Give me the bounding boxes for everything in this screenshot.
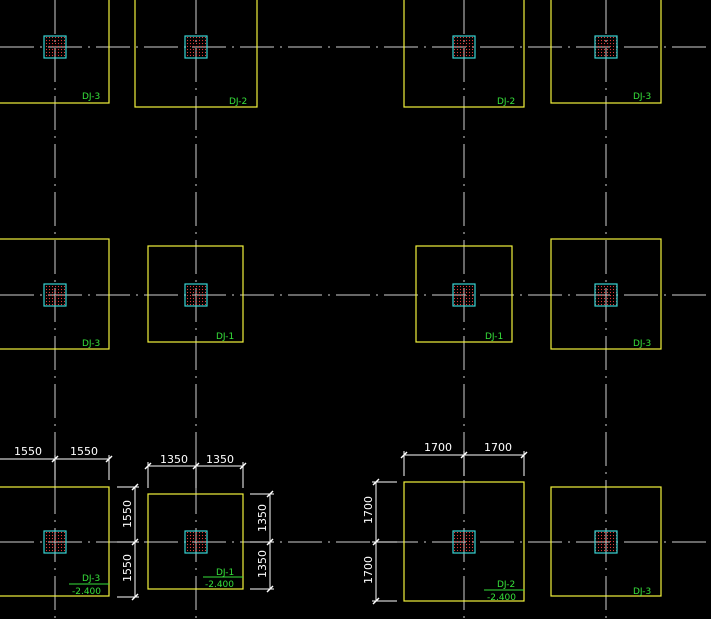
dimension-value: 1550 [121, 554, 134, 582]
footing-outline [0, 238, 110, 350]
dimension-tick [239, 462, 247, 470]
footing-outline [550, 238, 662, 350]
footing-label: DJ-3 [633, 587, 651, 597]
dimension-dj2-side: 1700 1700 [362, 478, 397, 605]
footing-outline [415, 245, 513, 343]
dimension-dj1-top: 1350 1350 [144, 453, 247, 488]
footing-label: DJ-3 [82, 574, 100, 584]
column-hatch [184, 35, 208, 59]
footing-outline [147, 493, 244, 590]
dimension-tick [105, 455, 113, 463]
footing-label: DJ-2 [229, 97, 247, 107]
footing-outline [550, 486, 662, 597]
footing-outline [147, 245, 244, 343]
footing-label: DJ-1 [485, 332, 503, 342]
column-hatch [43, 283, 67, 307]
footing-label: DJ-1 [216, 568, 234, 578]
dimension-dj3-side: 1550 1550 [117, 483, 139, 601]
dimension-value: 1700 [424, 441, 452, 454]
footing-2[interactable]: DJ-2 [134, 0, 258, 108]
footing-5[interactable]: DJ-3 [0, 238, 110, 350]
footing-elevation: -2.400 [487, 593, 516, 603]
footing-label: DJ-2 [497, 97, 515, 107]
footing-label: DJ-3 [82, 339, 100, 349]
dimension-value: 1700 [484, 441, 512, 454]
dimension-tick [266, 538, 274, 546]
footing-outline [0, 0, 110, 104]
footing-label: DJ-1 [216, 332, 234, 342]
dimension-tick [144, 462, 152, 470]
footing-label: DJ-2 [497, 580, 515, 590]
column-hatch [594, 530, 618, 554]
footing-elevation: -2.400 [205, 580, 234, 590]
footing-10[interactable]: DJ-1 -2.400 [147, 493, 244, 590]
footing-4[interactable]: DJ-3 [550, 0, 662, 104]
dimension-value: 1550 [14, 445, 42, 458]
dimension-tick [266, 585, 274, 593]
dimension-dj1-side: 1350 1350 [250, 490, 274, 593]
column-hatch [43, 35, 67, 59]
dimension-value: 1350 [256, 504, 269, 532]
dimension-tick [192, 462, 200, 470]
dimension-value: 1550 [70, 445, 98, 458]
footing-outline [403, 481, 525, 602]
dimension-tick [266, 490, 274, 498]
footing-outline [550, 0, 662, 104]
footing-6[interactable]: DJ-1 [147, 245, 244, 343]
dimension-tick [372, 597, 380, 605]
column-hatch [452, 35, 476, 59]
dimension-tick [51, 455, 59, 463]
dimension-value: 1550 [121, 500, 134, 528]
column-hatch [452, 530, 476, 554]
dimension-dj3-top: 1550 1550 [0, 445, 113, 480]
column-hatch [594, 35, 618, 59]
footing-8[interactable]: DJ-3 [550, 238, 662, 350]
footing-outline [403, 0, 525, 108]
footing-outline [134, 0, 258, 108]
footing-label: DJ-3 [82, 92, 100, 102]
dimension-tick [131, 538, 139, 546]
dimension-value: 1700 [362, 496, 375, 524]
footing-7[interactable]: DJ-1 [415, 245, 513, 343]
column-hatch [43, 530, 67, 554]
footing-label: DJ-3 [633, 92, 651, 102]
dimension-tick [131, 593, 139, 601]
footing-outline [0, 486, 110, 597]
dimension-tick [460, 451, 468, 459]
dimension-tick [372, 478, 380, 486]
footing-3[interactable]: DJ-2 [403, 0, 525, 108]
column-hatch [452, 283, 476, 307]
dimension-tick [400, 451, 408, 459]
dimension-value: 1700 [362, 556, 375, 584]
column-hatch [594, 283, 618, 307]
column-hatch [184, 530, 208, 554]
dimension-value: 1350 [256, 550, 269, 578]
footing-label: DJ-3 [633, 339, 651, 349]
footing-elevation: -2.400 [72, 587, 101, 597]
dimension-tick [131, 483, 139, 491]
dimension-tick [520, 451, 528, 459]
footing-9[interactable]: DJ-3 -2.400 [0, 486, 110, 597]
footing-11[interactable]: DJ-2 -2.400 [403, 481, 525, 603]
dimension-tick [372, 538, 380, 546]
footing-1[interactable]: DJ-3 [0, 0, 110, 104]
footing-12[interactable]: DJ-3 [550, 486, 662, 597]
column-hatch [184, 283, 208, 307]
dimension-dj2-top: 1700 1700 [400, 441, 528, 476]
dimension-value: 1350 [206, 453, 234, 466]
dimension-value: 1350 [160, 453, 188, 466]
